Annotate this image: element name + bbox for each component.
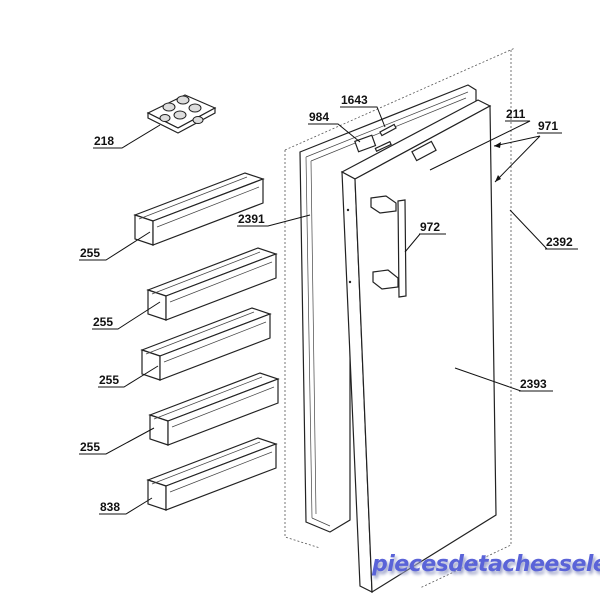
watermark-logo: piecesdetacheeselec.com [372, 552, 600, 577]
hinge-cover-984 [354, 134, 377, 153]
door-shelf [148, 372, 280, 446]
label-211: 211 [506, 107, 526, 121]
label-971: 971 [538, 119, 558, 133]
label-2392: 2392 [546, 235, 573, 249]
door-panel [340, 99, 497, 594]
egg-tray [146, 94, 217, 134]
door-shelf [146, 247, 278, 321]
callout-labels: 218 255 255 255 255 838 984 1643 211 971… [79, 93, 578, 515]
door-shelves [133, 172, 280, 511]
label-972: 972 [420, 220, 440, 234]
door-shelf [146, 437, 278, 511]
door-handle [370, 195, 407, 298]
label-984: 984 [309, 110, 329, 124]
label-255-4: 255 [80, 440, 100, 454]
label-2393: 2393 [520, 377, 547, 391]
label-2391: 2391 [238, 212, 265, 226]
door-shelf [140, 307, 272, 381]
assembly-dashed-lines [284, 47, 516, 589]
label-255-3: 255 [99, 373, 119, 387]
label-255-1: 255 [80, 246, 100, 260]
label-838: 838 [100, 500, 120, 514]
label-plate-211 [411, 140, 437, 162]
label-218: 218 [94, 134, 114, 148]
label-1643: 1643 [341, 93, 368, 107]
label-255-2: 255 [93, 315, 113, 329]
hinge-part-1643 [379, 123, 397, 137]
door-shelf [133, 172, 265, 246]
